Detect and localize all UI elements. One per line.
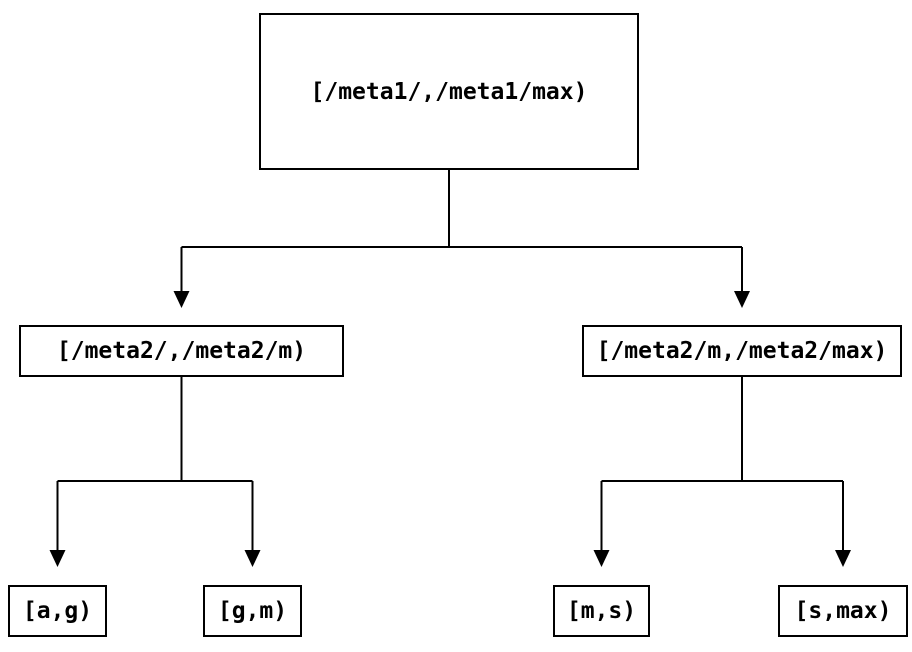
tree-node-leaf-1-label: [g,m) xyxy=(217,598,288,624)
tree-node-root: [/meta1/,/meta1/max) xyxy=(259,13,639,170)
tree-node-leaf-1: [g,m) xyxy=(203,585,302,637)
tree-node-leaf-3: [s,max) xyxy=(778,585,908,637)
arrowhead-down-icon xyxy=(244,550,261,567)
tree-node-root-label: [/meta1/,/meta1/max) xyxy=(310,78,588,105)
tree-node-level2-right-label: [/meta2/m,/meta2/max) xyxy=(596,338,888,364)
tree-node-leaf-3-label: [s,max) xyxy=(794,598,892,624)
tree-node-leaf-0: [a,g) xyxy=(8,585,107,637)
tree-node-leaf-2: [m,s) xyxy=(553,585,650,637)
arrowhead-down-icon xyxy=(593,550,610,567)
tree-node-leaf-2-label: [m,s) xyxy=(566,598,637,624)
arrowhead-down-icon xyxy=(734,291,750,308)
arrowhead-down-icon xyxy=(49,550,66,567)
tree-node-level2-left-label: [/meta2/,/meta2/m) xyxy=(56,338,307,364)
arrowhead-down-icon xyxy=(835,550,851,567)
tree-node-leaf-0-label: [a,g) xyxy=(22,598,93,624)
arrowhead-down-icon xyxy=(173,291,190,308)
tree-node-level2-left: [/meta2/,/meta2/m) xyxy=(19,325,344,377)
tree-node-level2-right: [/meta2/m,/meta2/max) xyxy=(582,325,902,377)
